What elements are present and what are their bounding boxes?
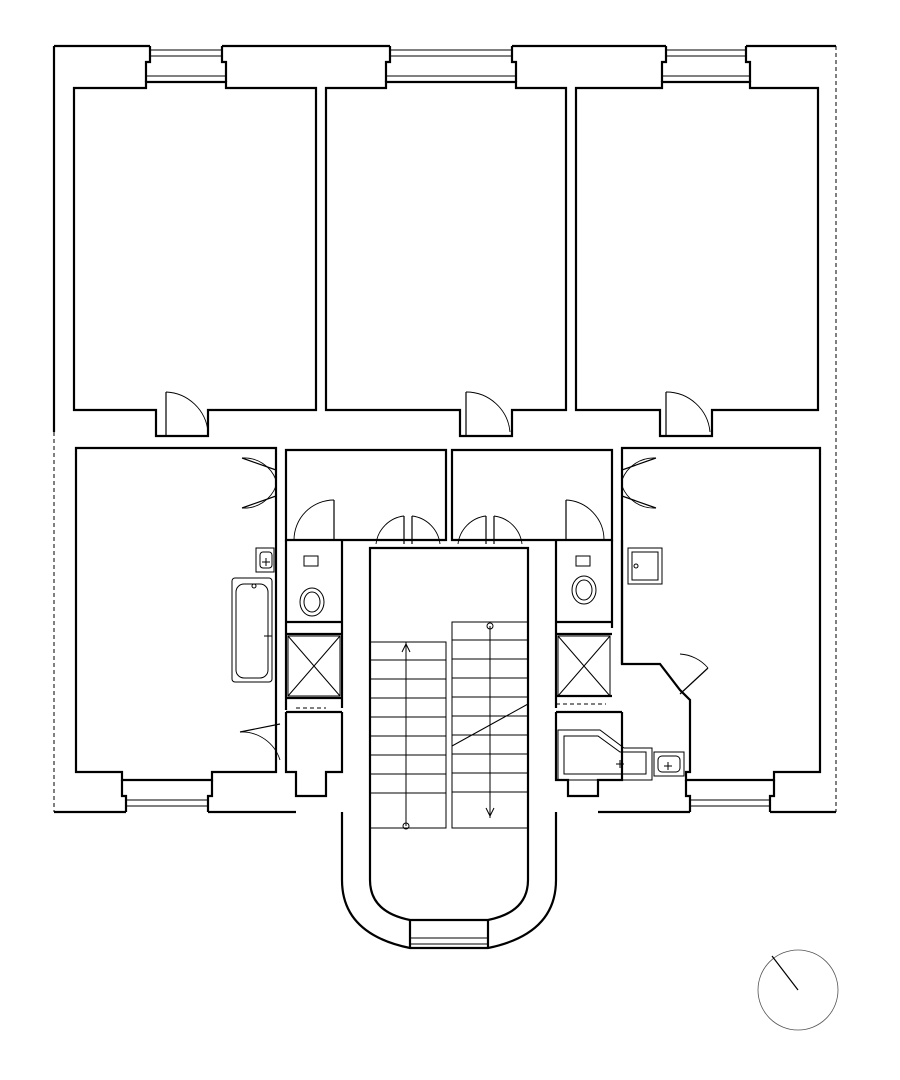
door-stair-west: [375, 515, 441, 545]
room-north-center: [324, 80, 568, 438]
compass: [757, 949, 839, 1031]
toilet: [299, 555, 325, 617]
door-south-west-lobby: [239, 723, 281, 761]
room-south-west: [74, 446, 278, 782]
exterior-wall: [52, 44, 837, 814]
shower: [287, 635, 341, 697]
door-hall-west-double: [241, 457, 277, 509]
openings: [290, 539, 606, 709]
room-north-west: [72, 80, 318, 438]
room-north-east: [574, 80, 820, 438]
door-south-east-bath: [659, 653, 709, 695]
bathtub: [231, 577, 273, 683]
sink: [627, 547, 663, 585]
room-south-east: [620, 446, 822, 782]
sink: [255, 547, 275, 573]
door-north-center: [465, 391, 511, 436]
door-north-west: [165, 391, 209, 436]
door-stair-east: [457, 515, 523, 545]
sink: [653, 751, 685, 777]
toilet: [571, 555, 597, 605]
door-wc-west: [293, 499, 335, 541]
door-wc-east: [565, 499, 605, 541]
hall-west: [284, 448, 448, 542]
staircase: [340, 546, 558, 950]
door-north-east: [665, 391, 711, 436]
bathtub: [557, 729, 653, 781]
hall-east: [450, 448, 614, 542]
interior-walls: [284, 540, 624, 798]
door-hall-east-double: [621, 457, 657, 509]
shower: [557, 635, 611, 697]
stair-flight: [369, 621, 529, 830]
